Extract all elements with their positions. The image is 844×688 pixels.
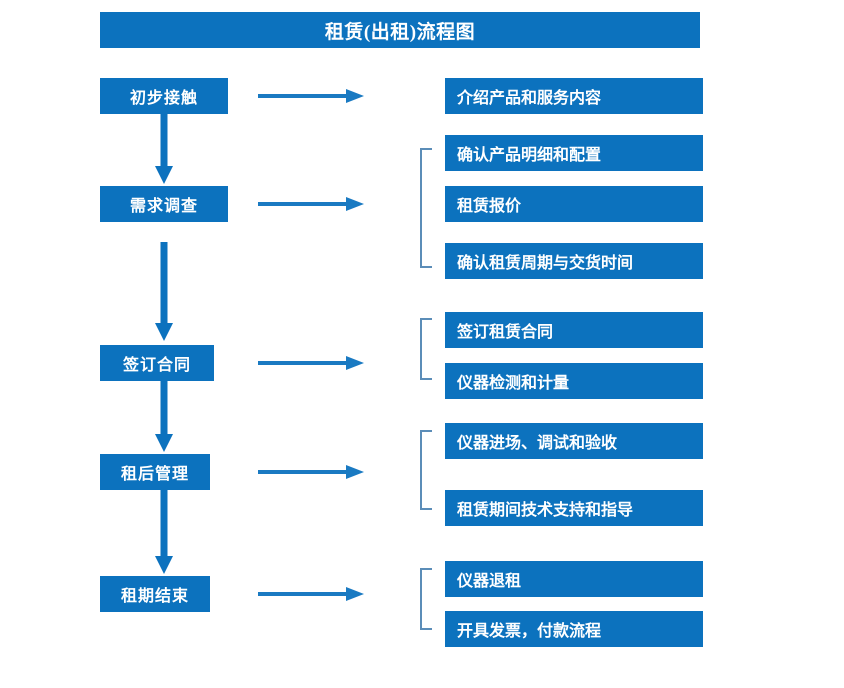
right-arrow-5	[258, 583, 366, 605]
stage-box-4[interactable]: 租后管理	[100, 454, 210, 490]
group-bracket-5	[419, 568, 433, 630]
right-arrow-3	[258, 352, 366, 374]
detail-box-5-1[interactable]: 仪器退租	[445, 561, 703, 597]
group-bracket-3	[419, 318, 433, 380]
down-arrow-1	[152, 114, 176, 186]
detail-box-2-2[interactable]: 租赁报价	[445, 186, 703, 222]
detail-box-4-1[interactable]: 仪器进场、调试和验收	[445, 423, 703, 459]
down-arrow-3	[152, 381, 176, 454]
detail-box-1-1[interactable]: 介绍产品和服务内容	[445, 78, 703, 114]
detail-box-3-2[interactable]: 仪器检测和计量	[445, 363, 703, 399]
right-arrow-4	[258, 461, 366, 483]
detail-box-3-1[interactable]: 签订租赁合同	[445, 312, 703, 348]
detail-box-2-3[interactable]: 确认租赁周期与交货时间	[445, 243, 703, 279]
detail-box-2-1[interactable]: 确认产品明细和配置	[445, 135, 703, 171]
detail-box-4-2[interactable]: 租赁期间技术支持和指导	[445, 490, 703, 526]
right-arrow-2	[258, 193, 366, 215]
detail-box-5-2[interactable]: 开具发票，付款流程	[445, 611, 703, 647]
stage-box-5[interactable]: 租期结束	[100, 576, 210, 612]
right-arrow-1	[258, 85, 366, 107]
down-arrow-2	[152, 222, 176, 345]
flowchart-title: 租赁(出租)流程图	[100, 12, 700, 48]
stage-box-3[interactable]: 签订合同	[100, 345, 214, 381]
stage-box-2[interactable]: 需求调查	[100, 186, 228, 222]
group-bracket-4	[419, 430, 433, 510]
group-bracket-2	[419, 148, 433, 268]
stage-box-1[interactable]: 初步接触	[100, 78, 228, 114]
down-arrow-4	[152, 490, 176, 576]
